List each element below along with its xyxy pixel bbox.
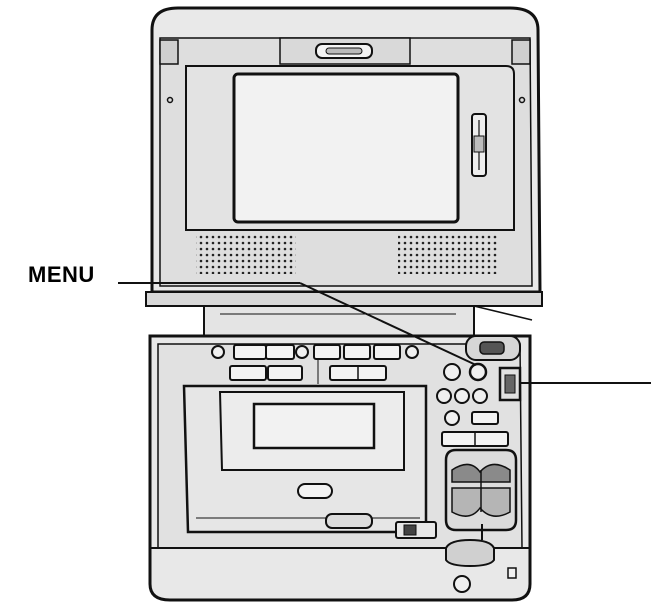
hinge bbox=[145, 291, 543, 337]
lcd-lid bbox=[150, 6, 542, 294]
menu-button[interactable] bbox=[468, 362, 488, 382]
deck-button-4[interactable] bbox=[343, 344, 371, 360]
deck-button-5[interactable] bbox=[373, 344, 401, 360]
screw-left-icon bbox=[166, 96, 174, 104]
control-button-a[interactable] bbox=[443, 363, 461, 381]
round-button-right-icon[interactable] bbox=[405, 345, 419, 359]
power-switch[interactable] bbox=[479, 341, 505, 355]
menu-leader-line-diagonal bbox=[299, 282, 477, 366]
front-panel-details bbox=[325, 513, 517, 593]
right-control-panel bbox=[436, 335, 522, 447]
brightness-slider[interactable] bbox=[471, 113, 487, 177]
screw-right-icon bbox=[518, 96, 526, 104]
eject-button[interactable] bbox=[297, 483, 333, 499]
control-button-b[interactable] bbox=[436, 388, 452, 404]
menu-callout-label: MENU bbox=[28, 262, 95, 287]
control-button-c[interactable] bbox=[454, 388, 470, 404]
lcd-screen bbox=[232, 72, 460, 224]
deck-button-2[interactable] bbox=[265, 344, 295, 360]
deck-button-7[interactable] bbox=[267, 365, 303, 381]
cassette-compartment[interactable] bbox=[182, 384, 428, 534]
speaker-left bbox=[196, 234, 296, 274]
speaker-right bbox=[398, 234, 498, 274]
control-button-e[interactable] bbox=[444, 410, 460, 426]
deck-button-3[interactable] bbox=[313, 344, 341, 360]
deck-button-6[interactable] bbox=[229, 365, 267, 381]
round-button-mid-icon[interactable] bbox=[295, 345, 309, 359]
cassette-window bbox=[252, 402, 376, 450]
control-button-f[interactable] bbox=[471, 411, 499, 425]
multi-selector[interactable] bbox=[444, 448, 518, 532]
transport-buttons-row-1 bbox=[211, 344, 419, 360]
round-button-left-icon[interactable] bbox=[211, 345, 225, 359]
deck-button-1[interactable] bbox=[233, 344, 267, 360]
control-button-d[interactable] bbox=[472, 388, 488, 404]
jack-icon bbox=[453, 575, 471, 593]
transport-buttons-row-2 bbox=[229, 360, 387, 384]
lid-latch bbox=[279, 37, 411, 65]
connector-cover bbox=[445, 538, 495, 568]
